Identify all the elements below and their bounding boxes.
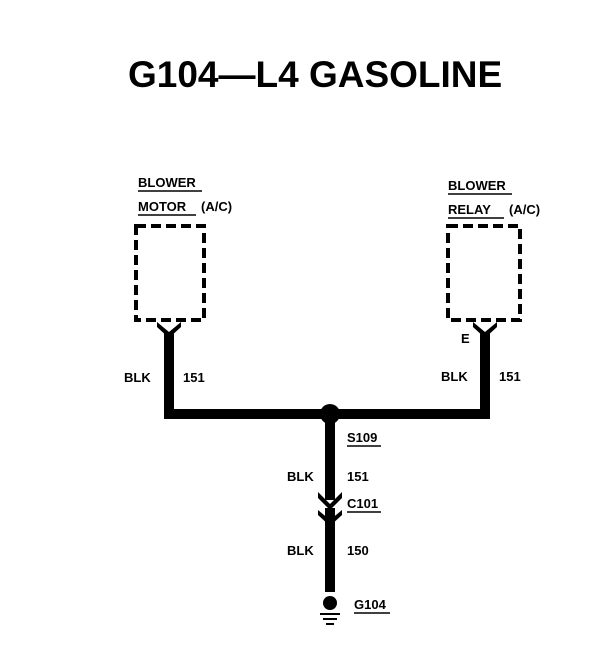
ground-label: G104 — [354, 597, 387, 612]
ground-dot — [323, 596, 337, 610]
mid-wire-circuit: 151 — [347, 469, 369, 484]
mid-wire-color: BLK — [287, 469, 314, 484]
left-wire-circuit: 151 — [183, 370, 205, 385]
c101-connector-top — [318, 492, 342, 510]
blower-relay-label-line1: BLOWER — [448, 178, 506, 193]
blower-relay-label-line2: RELAY — [448, 202, 491, 217]
low-wire-circuit: 150 — [347, 543, 369, 558]
blower-motor-qualifier: (A/C) — [201, 199, 232, 214]
right-wire-color: BLK — [441, 369, 468, 384]
blower-motor-label-line1: BLOWER — [138, 175, 196, 190]
right-wire-circuit: 151 — [499, 369, 521, 384]
splice-dot — [320, 404, 340, 424]
right-wire — [330, 332, 490, 419]
relay-terminal-label: E — [461, 331, 470, 346]
low-wire-color: BLK — [287, 543, 314, 558]
blower-relay-qualifier: (A/C) — [509, 202, 540, 217]
splice-label: S109 — [347, 430, 377, 445]
blower-relay-box — [446, 224, 522, 322]
blower-motor-box — [134, 224, 206, 322]
left-wire-color: BLK — [124, 370, 151, 385]
c101-connector-bottom — [318, 510, 342, 526]
blower-motor-label-line2: MOTOR — [138, 199, 187, 214]
left-wire — [164, 332, 330, 419]
connector-label: C101 — [347, 496, 378, 511]
page-title: G104—L4 GASOLINE — [128, 54, 502, 95]
